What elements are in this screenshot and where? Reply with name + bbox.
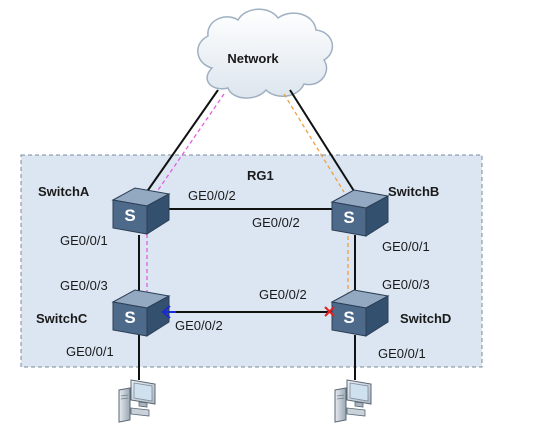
links [138, 89, 356, 380]
switch-c-name: SwitchC [36, 311, 88, 326]
group-label: RG1 [247, 168, 274, 183]
port-label-b-to-a: GE0/0/2 [252, 215, 300, 230]
switch-b-name: SwitchB [388, 184, 439, 199]
port-label-c-to-a: GE0/0/3 [60, 278, 108, 293]
link-network-switcha [145, 89, 219, 194]
network-cloud [197, 8, 334, 99]
port-label-d-to-b: GE0/0/3 [382, 277, 430, 292]
pc-d-icon[interactable] [334, 379, 372, 423]
switch-b-icon[interactable]: S [331, 189, 389, 237]
switch-b-letter: S [343, 208, 354, 227]
switch-c-letter: S [124, 308, 135, 327]
rg1-group-box [20, 154, 483, 368]
port-label-d-to-pc: GE0/0/1 [378, 346, 426, 361]
traffic-path-magenta [146, 93, 225, 294]
switch-a-letter: S [124, 206, 135, 225]
blocked-port-x-icon [324, 306, 335, 317]
port-arrow-icon [161, 305, 176, 319]
port-label-d-to-c: GE0/0/2 [259, 287, 307, 302]
port-label-c-to-pc: GE0/0/1 [66, 344, 114, 359]
traffic-path-orange [283, 93, 349, 293]
switch-d-icon[interactable]: S [331, 289, 389, 337]
port-label-a-to-b: GE0/0/2 [188, 188, 236, 203]
switch-d-name: SwitchD [400, 311, 451, 326]
switch-c-icon[interactable]: S [112, 289, 170, 337]
link-network-switchb [289, 89, 355, 192]
port-label-a-to-c: GE0/0/1 [60, 233, 108, 248]
network-label: Network [227, 51, 279, 66]
pc-c-icon[interactable] [118, 379, 156, 423]
switch-a-name: SwitchA [38, 184, 90, 199]
port-label-b-to-d: GE0/0/1 [382, 239, 430, 254]
port-label-c-to-d: GE0/0/2 [175, 318, 223, 333]
switch-a-icon[interactable]: S [112, 187, 170, 235]
switch-d-letter: S [343, 308, 354, 327]
